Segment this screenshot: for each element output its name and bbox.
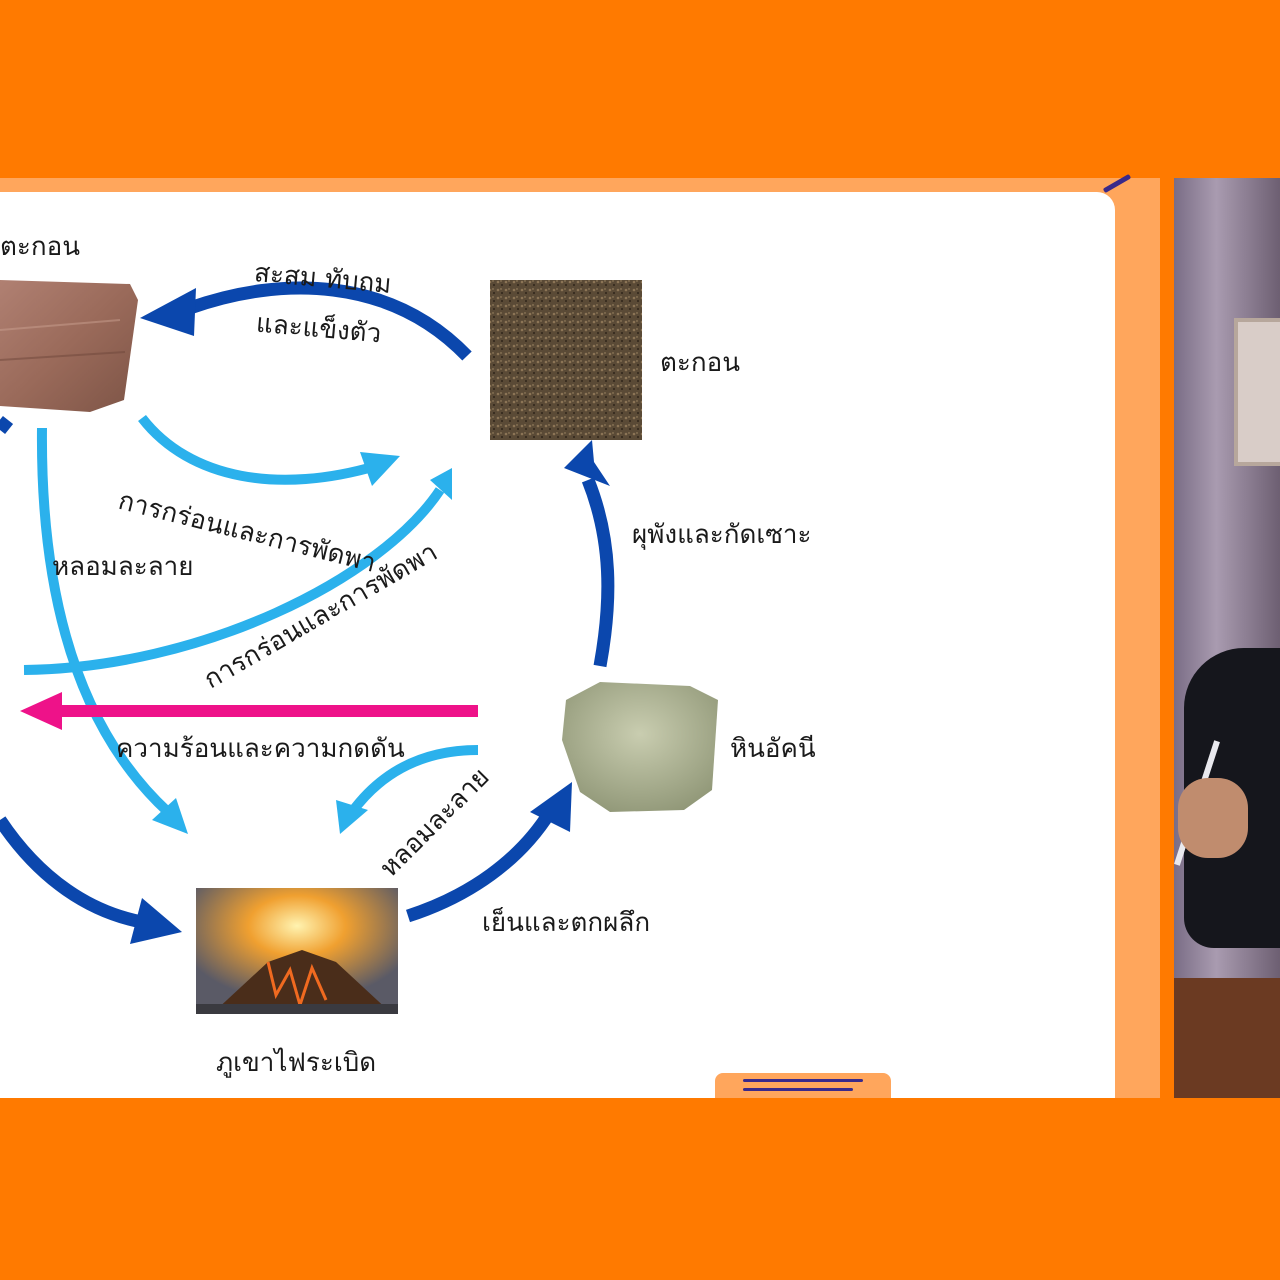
slide-tab[interactable] bbox=[715, 1073, 891, 1098]
igneous-rock-label: หินอัคนี bbox=[730, 734, 816, 764]
volcano-image bbox=[196, 888, 398, 1014]
igneous-rock-image bbox=[562, 682, 718, 812]
sedimentary-rock-image bbox=[0, 280, 138, 412]
melt-arrowhead-1 bbox=[152, 798, 188, 834]
volcano-label: ภูเขาไฟระเบิด bbox=[216, 1048, 377, 1078]
cool-arrow bbox=[406, 808, 556, 923]
tab-line bbox=[743, 1079, 863, 1082]
melt-arrowhead-2 bbox=[336, 800, 368, 834]
frame-divider bbox=[1160, 178, 1174, 1098]
melt-arrow-1 bbox=[36, 427, 172, 816]
to-volcano-arrow bbox=[0, 816, 144, 929]
heat-pressure-label: ความร้อนและความกดดัน bbox=[116, 734, 405, 764]
desk bbox=[1174, 978, 1280, 1098]
left-edge-arrow bbox=[0, 415, 14, 435]
melt-label-1: หลอมละลาย bbox=[52, 552, 194, 582]
tab-line bbox=[743, 1088, 853, 1091]
deposit-arrow bbox=[187, 281, 472, 361]
to-volcano-arrowhead bbox=[130, 898, 182, 944]
weathering-arrowhead bbox=[564, 440, 610, 486]
sediment-label: ตะกอน bbox=[660, 348, 740, 378]
melt-arrow-2 bbox=[347, 745, 479, 815]
presenter-video bbox=[1174, 178, 1280, 1098]
cool-label: เย็นและตกผลึก bbox=[482, 908, 651, 938]
heat-pressure-arrow bbox=[56, 705, 478, 717]
sedimentary-rock-label: ตะกอน bbox=[0, 232, 80, 262]
presenter-hand bbox=[1178, 778, 1248, 858]
erosion-arrowhead-2 bbox=[430, 468, 452, 500]
erosion-arrowhead-1 bbox=[360, 452, 400, 486]
weathering-arrow bbox=[581, 477, 615, 668]
sediment-image bbox=[490, 280, 642, 440]
cool-arrowhead bbox=[530, 782, 572, 832]
deposit-arrowhead bbox=[140, 288, 196, 336]
erosion-arrow-2 bbox=[23, 487, 445, 675]
heat-pressure-arrowhead bbox=[20, 692, 62, 730]
wall-frame bbox=[1234, 318, 1280, 466]
erosion-arrow-1 bbox=[138, 414, 378, 485]
weathering-label: ผุพังและกัดเซาะ bbox=[632, 520, 812, 550]
